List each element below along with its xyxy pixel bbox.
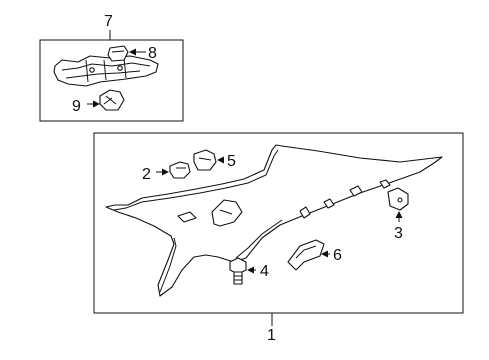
- main-assembly-box: [93, 132, 464, 326]
- callout-8: 8: [148, 45, 157, 62]
- clip-8-part: [107, 45, 129, 62]
- callout-6: 6: [333, 247, 342, 264]
- subassembly-box: [39, 30, 184, 122]
- bracket-part: [53, 55, 159, 87]
- callout-7: 7: [104, 13, 113, 30]
- fastener-3-part: [387, 187, 409, 211]
- screw-4-part: [229, 257, 247, 285]
- quarter-trim-panel: [105, 144, 443, 297]
- hook-6-part: [287, 239, 325, 271]
- clip-9-part: [99, 89, 125, 111]
- callout-4: 4: [260, 263, 269, 280]
- clip-5-part: [193, 149, 217, 171]
- callout-9: 9: [72, 98, 81, 115]
- clip-2-part: [169, 161, 191, 179]
- callout-5: 5: [227, 153, 236, 170]
- callout-2: 2: [142, 166, 151, 183]
- callout-1: 1: [267, 327, 276, 344]
- callout-3: 3: [394, 225, 403, 242]
